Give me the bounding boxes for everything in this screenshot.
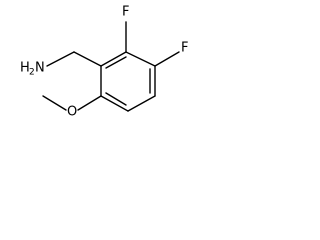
bond-ch2-n xyxy=(46,51,75,67)
bond-c3-f xyxy=(154,51,180,67)
oxygen-label: O xyxy=(67,105,77,120)
molecule-diagram: H 2 N F F O xyxy=(20,5,188,120)
bond-c1-ch2 xyxy=(73,51,102,67)
amine-subscript-label: 2 xyxy=(29,68,35,78)
structure-canvas: H 2 N F F O xyxy=(0,0,204,138)
amine-h-label: H xyxy=(20,61,30,76)
fluoro-top-label: F xyxy=(122,5,129,20)
fluoro-right-label: F xyxy=(181,41,188,56)
ring-bond-c4-c5 xyxy=(127,95,156,112)
ring-bond-c5-c6 xyxy=(100,95,129,112)
bond-c6-o xyxy=(77,95,102,111)
bond-o-ch3 xyxy=(42,95,67,111)
amine-n-label: N xyxy=(35,61,45,76)
ring-double-bond-inner-3 xyxy=(105,92,127,106)
ring-double-bond-inner-1 xyxy=(105,56,127,69)
ring-bond-c2-c3 xyxy=(125,51,156,67)
ring-bond-c1-c2 xyxy=(100,51,127,67)
